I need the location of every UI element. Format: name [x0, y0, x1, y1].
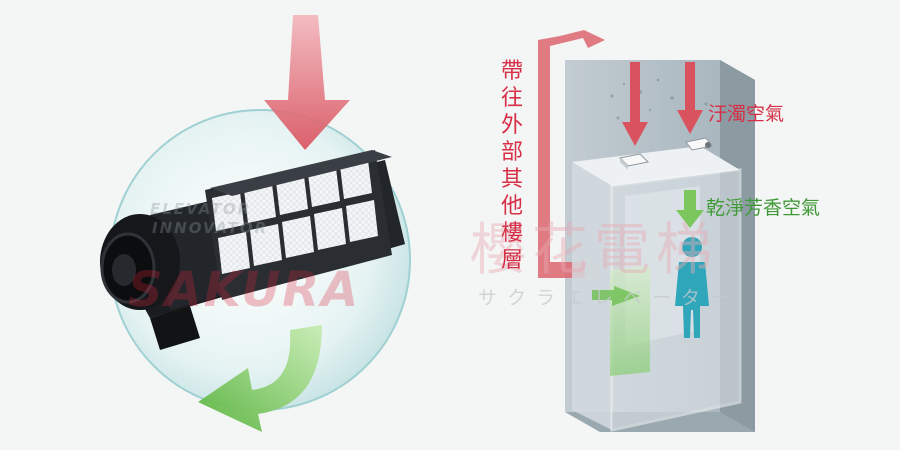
- watermark-brand-cjk: 櫻花電梯: [470, 218, 718, 283]
- exhaust-label: 帶往外部其他樓層: [500, 59, 523, 273]
- watermark-brand-kana: サクラエレベーター: [478, 287, 740, 309]
- watermark-brand: SAKURA: [128, 262, 361, 318]
- dirty-air-arrow-2: [677, 62, 703, 134]
- exhaust-path-arrow: [538, 30, 605, 278]
- watermark-tagline-2: INNOVATOR: [152, 219, 269, 237]
- clean-air-arrow-down: [676, 190, 704, 228]
- clean-air-arrow-out: [198, 325, 322, 432]
- elevator-diagram: [538, 30, 755, 432]
- air-purifier-unit-icon: [100, 150, 405, 350]
- watermark-tagline-1: ELEVATOR: [150, 200, 252, 218]
- dirty-air-arrow-in: [264, 15, 350, 150]
- dirty-air-label: 汙濁空氣: [708, 103, 785, 125]
- dirty-air-arrow-1: [622, 62, 648, 146]
- person-figure-icon: [675, 237, 709, 338]
- purifier-illustration: [100, 15, 411, 432]
- clean-air-label: 乾淨芳香空氣: [706, 197, 821, 219]
- roof-purifier-unit-icon: [618, 137, 713, 170]
- filter-cells: [212, 160, 378, 274]
